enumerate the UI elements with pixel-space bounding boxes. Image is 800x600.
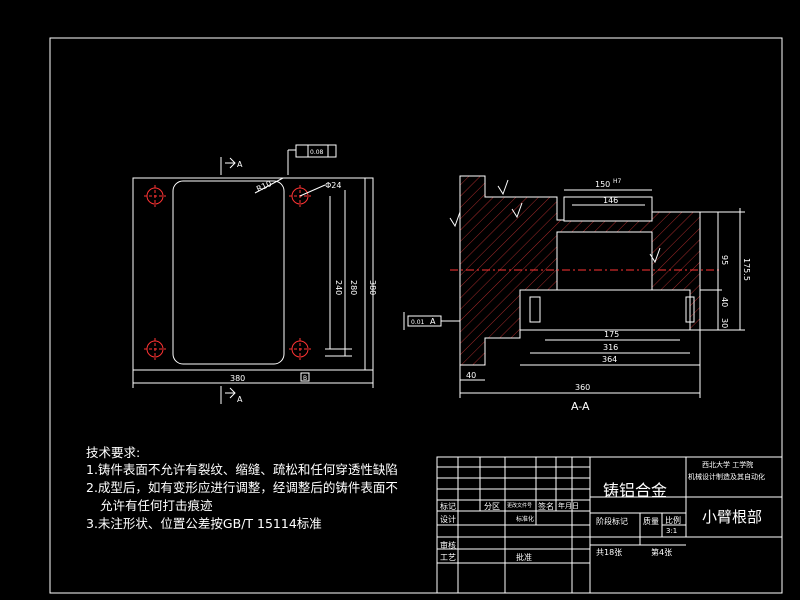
- sign-label: 签名: [538, 502, 554, 511]
- plate-outline: [132, 177, 374, 371]
- dim-240: 240: [334, 280, 343, 295]
- dim-146: 146: [603, 196, 618, 205]
- std-label: 标准化: [516, 516, 535, 523]
- sheet-no: 第4张: [651, 548, 673, 557]
- section-label-top: A: [237, 160, 243, 169]
- school-sub: 机械设计制造及其自动化: [688, 473, 765, 481]
- datum-b: B: [303, 375, 307, 382]
- tech-req-item-1: 1.铸件表面不允许有裂纹、缩缝、疏松和任何穿透性缺陷: [86, 462, 398, 477]
- weight-label: 质量: [643, 517, 659, 526]
- dim-316: 316: [603, 343, 618, 352]
- mark-label: 标记: [440, 502, 456, 511]
- tech-req-item-2: 2.成型后，如有变形应进行调整，经调整后的铸件表面不: [86, 480, 398, 495]
- section-view: [403, 175, 745, 398]
- dim-364: 364: [602, 355, 617, 364]
- process-label: 工艺: [440, 553, 456, 562]
- tech-req-item-3: 3.未注形状、位置公差按GB/T 15114标准: [86, 516, 322, 531]
- section-label-bottom: A: [237, 395, 243, 404]
- scale-label: 比例: [665, 516, 681, 525]
- dim-175: 175: [604, 330, 619, 339]
- sheet-total: 共18张: [596, 548, 623, 557]
- dim-175-5: 175.5: [742, 258, 751, 281]
- dim-150-tol: H7: [613, 178, 622, 185]
- stage-label: 阶段标记: [596, 517, 628, 526]
- inner-pocket: [172, 180, 285, 365]
- tech-req-item-2b: 允许有任何打击痕迹: [100, 498, 213, 513]
- dim-380-h: 380: [230, 374, 245, 383]
- school-name: 西北大学 工学院: [702, 461, 754, 469]
- ref-tol: 0.01: [411, 319, 425, 326]
- dim-40-right: 40: [720, 297, 729, 307]
- dim-30: 30: [720, 318, 729, 328]
- dim-95: 95: [720, 255, 729, 265]
- section-view-title: A-A: [571, 400, 590, 413]
- scale-value: 3:1: [666, 527, 678, 535]
- dim-280: 280: [349, 280, 358, 295]
- tech-req-heading: 技术要求:: [86, 445, 141, 460]
- mounting-holes: [144, 185, 311, 360]
- dim-360: 360: [575, 383, 590, 392]
- approve-label: 批准: [516, 553, 532, 562]
- ref-datum: A: [430, 317, 436, 326]
- drawing-frame: [49, 37, 783, 594]
- dim-380-v: 380: [368, 280, 377, 295]
- dim-40-left: 40: [466, 371, 476, 380]
- hole-dim: Φ24: [325, 181, 341, 190]
- design-label: 设计: [440, 515, 456, 524]
- material-label: 铸铝合金: [603, 481, 668, 500]
- front-view: [132, 144, 374, 404]
- doc-label: 更改文件号: [507, 503, 533, 509]
- review-label: 审核: [440, 541, 456, 550]
- part-name: 小臂根部: [702, 508, 763, 526]
- zone-label: 分区: [484, 502, 500, 511]
- title-block: [436, 456, 783, 594]
- flatness-tolerance: 0.08: [310, 149, 324, 156]
- date-label: 年月日: [558, 502, 579, 510]
- dim-150: 150: [595, 180, 610, 189]
